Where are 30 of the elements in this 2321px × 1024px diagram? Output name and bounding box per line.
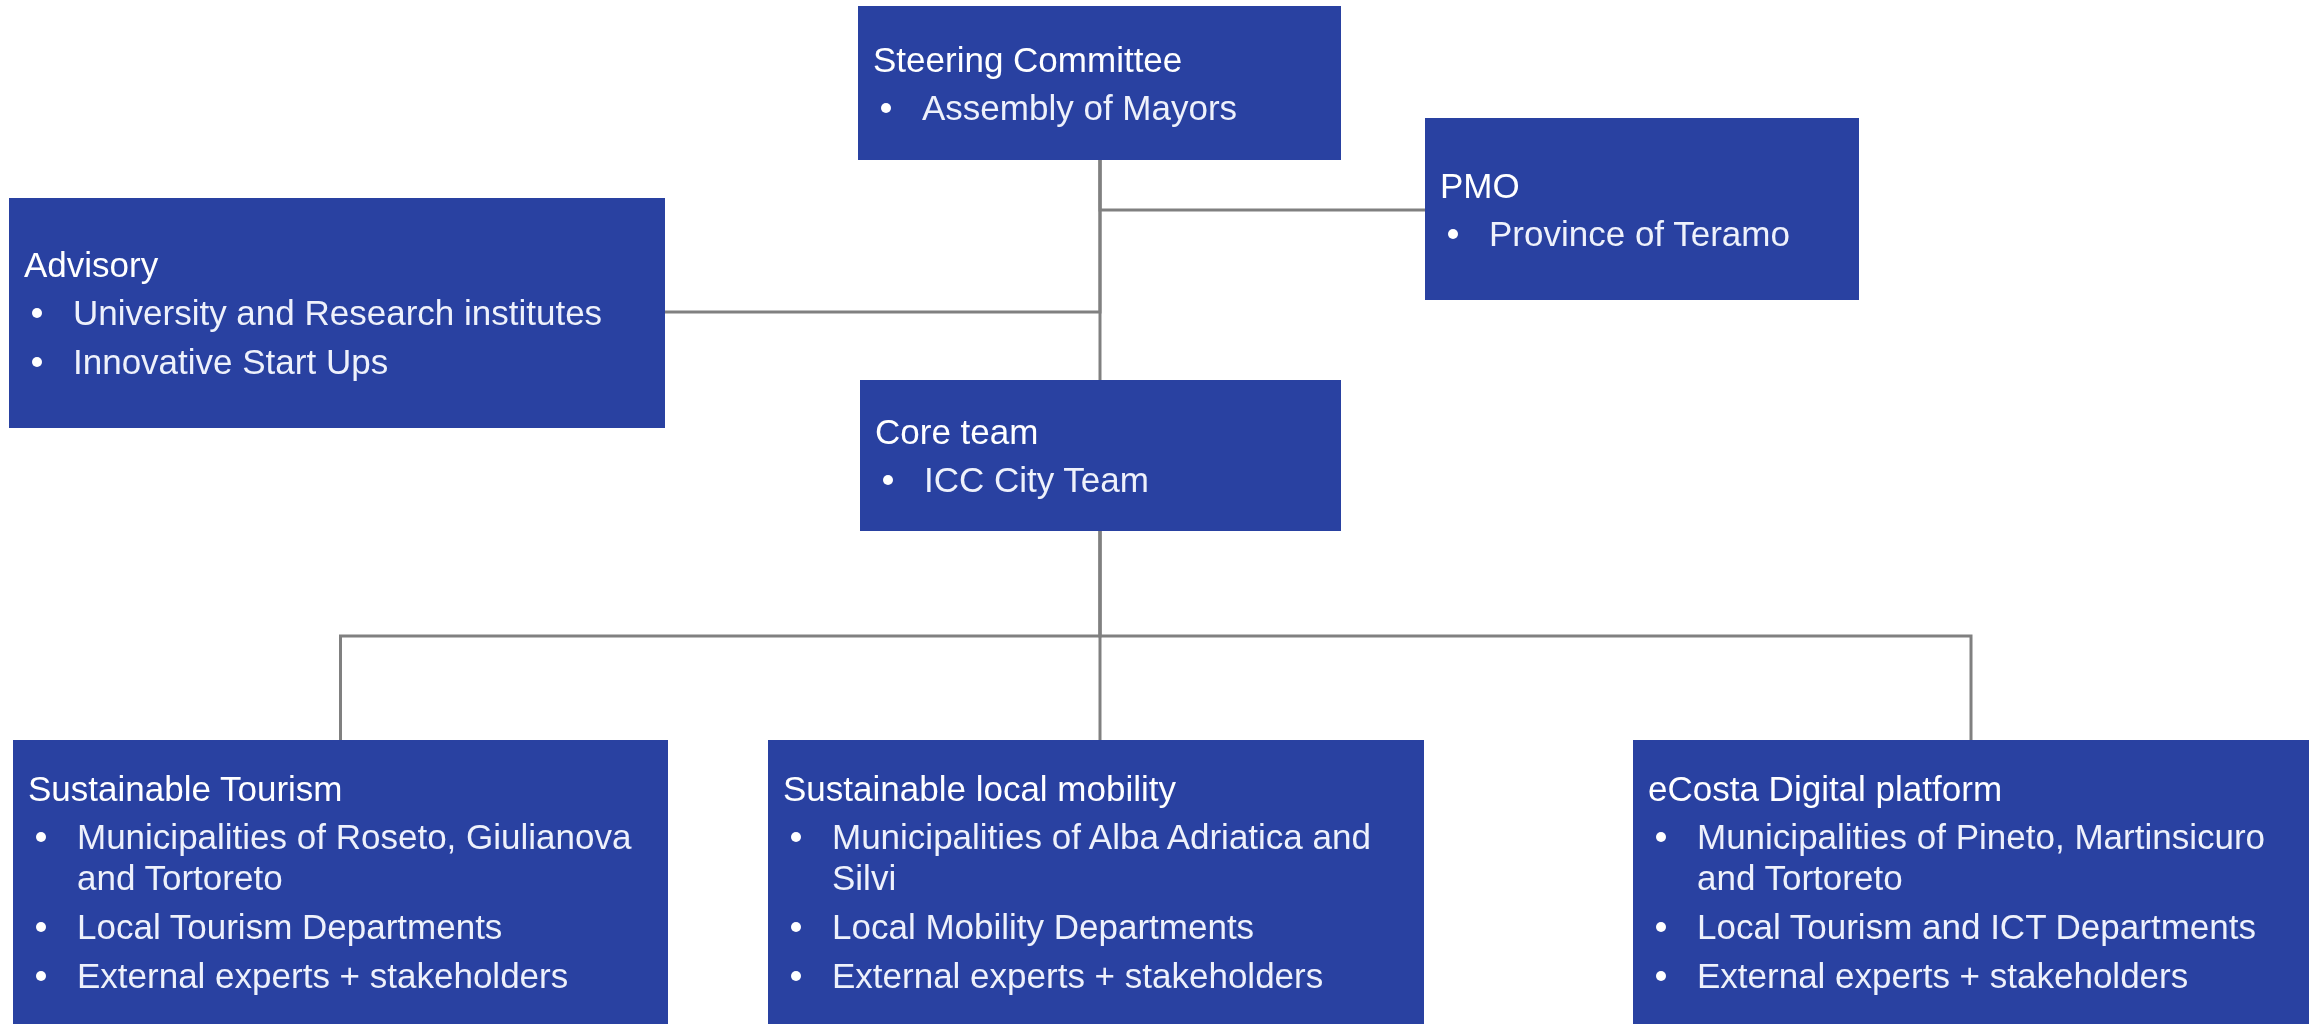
org-box	[9, 198, 665, 428]
box-heading: eCosta Digital platform	[1648, 768, 2004, 809]
connector-line	[1098, 531, 1973, 740]
org-box	[1425, 118, 1859, 300]
box-heading: Steering Committee	[873, 38, 1184, 80]
org-box	[768, 740, 1424, 1024]
bullet-text: Municipalities of Pineto, Martinsicuro and Tortoreto	[1697, 816, 2266, 898]
org-box	[860, 380, 1341, 531]
bullet-text: Local Tourism Departments	[77, 906, 504, 947]
box-heading: Core team	[875, 411, 1040, 452]
bullet-text: Assembly of Mayors	[922, 86, 1239, 128]
org-box	[13, 740, 668, 1024]
bullet-text: Innovative Start Ups	[73, 341, 390, 382]
bullet-text: University and Research institutes	[73, 292, 604, 333]
box-heading: Sustainable local mobility	[783, 768, 1177, 809]
bullet-text: Province of Teramo	[1489, 212, 1791, 254]
bullet-text: External experts + stakeholders	[832, 955, 1325, 996]
bullet-text: Local Tourism and ICT Departments	[1697, 906, 2257, 947]
bullet-text: External experts + stakeholders	[77, 955, 570, 996]
box-heading: Advisory	[24, 244, 160, 285]
bullet-text: Municipalities of Roseto, Giulianova and Tortoreto	[77, 816, 633, 898]
bullet-text: Municipalities of Alba Adriatica and Silvi	[832, 816, 1372, 898]
bullet-text: External experts + stakeholders	[1697, 955, 2190, 996]
org-box	[1633, 740, 2309, 1024]
bullet-text: Local Mobility Departments	[832, 906, 1256, 947]
bullet-text: ICC City Team	[924, 459, 1150, 500]
box-heading: Sustainable Tourism	[28, 768, 344, 809]
box-heading: PMO	[1440, 164, 1521, 206]
connector-line	[1098, 160, 1102, 380]
org-box	[858, 6, 1341, 160]
